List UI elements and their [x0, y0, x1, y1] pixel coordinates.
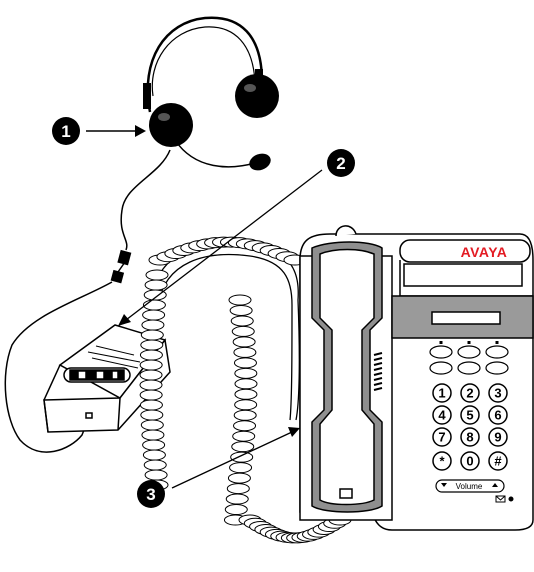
keypad-key-label: 5: [466, 408, 473, 423]
keypad-key-label: 0: [466, 454, 473, 469]
coil-loop: [231, 452, 253, 462]
keypad-key-label: #: [494, 454, 502, 469]
keypad-key-label: 1: [438, 386, 445, 401]
coil-loop: [231, 316, 253, 326]
feature-led: [440, 341, 443, 344]
volume-label: Volume: [456, 482, 483, 491]
coil-loop: [230, 463, 252, 473]
callout-1: 1: [52, 117, 146, 145]
coil-loop: [228, 473, 250, 483]
headset-cord: [121, 150, 170, 250]
brand-logo: AVAYA: [461, 244, 508, 260]
coil-loop: [225, 505, 247, 515]
coil-loop: [234, 410, 256, 420]
coil-loop: [235, 379, 257, 389]
coil-loop: [141, 420, 163, 430]
coiled-cord: [150, 243, 299, 420]
coil-loop: [145, 470, 167, 480]
coil-loop: [143, 310, 165, 320]
coil-loop: [140, 360, 162, 370]
callout-2-number: 2: [336, 154, 345, 173]
feature-buttons: [430, 341, 508, 374]
coil-loop: [140, 390, 162, 400]
keypad-key-label: 3: [494, 386, 501, 401]
callout-1-number: 1: [61, 122, 70, 141]
left-earpiece: [149, 103, 193, 147]
keypad-key-label: 6: [494, 408, 501, 423]
coil-loop: [140, 370, 162, 380]
feature-button[interactable]: [486, 362, 508, 374]
coil-loop: [232, 326, 254, 336]
coil-loop: [229, 295, 251, 305]
coil-loop: [140, 350, 162, 360]
right-earpiece: [235, 74, 279, 118]
coil-loop: [146, 270, 168, 280]
coil-loop: [145, 280, 167, 290]
keypad-key-label: 4: [438, 408, 446, 423]
coil-loop: [233, 337, 255, 347]
coil-loop: [227, 484, 249, 494]
coil-loop: [140, 400, 162, 410]
coil-loop: [233, 431, 255, 441]
volume-control: Volume: [436, 480, 504, 492]
coil-loop: [230, 305, 252, 315]
coil-loop: [140, 380, 162, 390]
coil-loop: [235, 389, 257, 399]
coil-loop: [141, 330, 163, 340]
feature-button[interactable]: [458, 346, 480, 358]
coil-loop: [234, 347, 256, 357]
feature-button[interactable]: [430, 346, 452, 358]
coil-loop: [141, 340, 163, 350]
coil-loop: [235, 368, 257, 378]
coil-loop: [232, 442, 254, 452]
feature-led: [468, 341, 471, 344]
coil-loop: [234, 421, 256, 431]
boom-mic: [175, 140, 255, 167]
coil-loop: [142, 320, 164, 330]
feature-button[interactable]: [458, 362, 480, 374]
feature-button[interactable]: [486, 346, 508, 358]
coil-loop: [143, 450, 165, 460]
keypad-key-label: 2: [466, 386, 473, 401]
keypad-key-label: 9: [494, 430, 501, 445]
coil-loop: [144, 460, 166, 470]
callout-3-number: 3: [146, 485, 155, 504]
message-icon: [496, 496, 513, 502]
coil-loop: [226, 494, 248, 504]
keypad-key-label: 7: [438, 430, 445, 445]
feature-led: [496, 341, 499, 344]
coil-loop: [143, 300, 165, 310]
keypad-key-label: 8: [466, 430, 473, 445]
coil-loop: [142, 430, 164, 440]
coil-loop: [235, 400, 257, 410]
coil-loop: [143, 440, 165, 450]
coil-loop: [234, 358, 256, 368]
feature-button[interactable]: [430, 362, 452, 374]
coil-loop: [141, 410, 163, 420]
